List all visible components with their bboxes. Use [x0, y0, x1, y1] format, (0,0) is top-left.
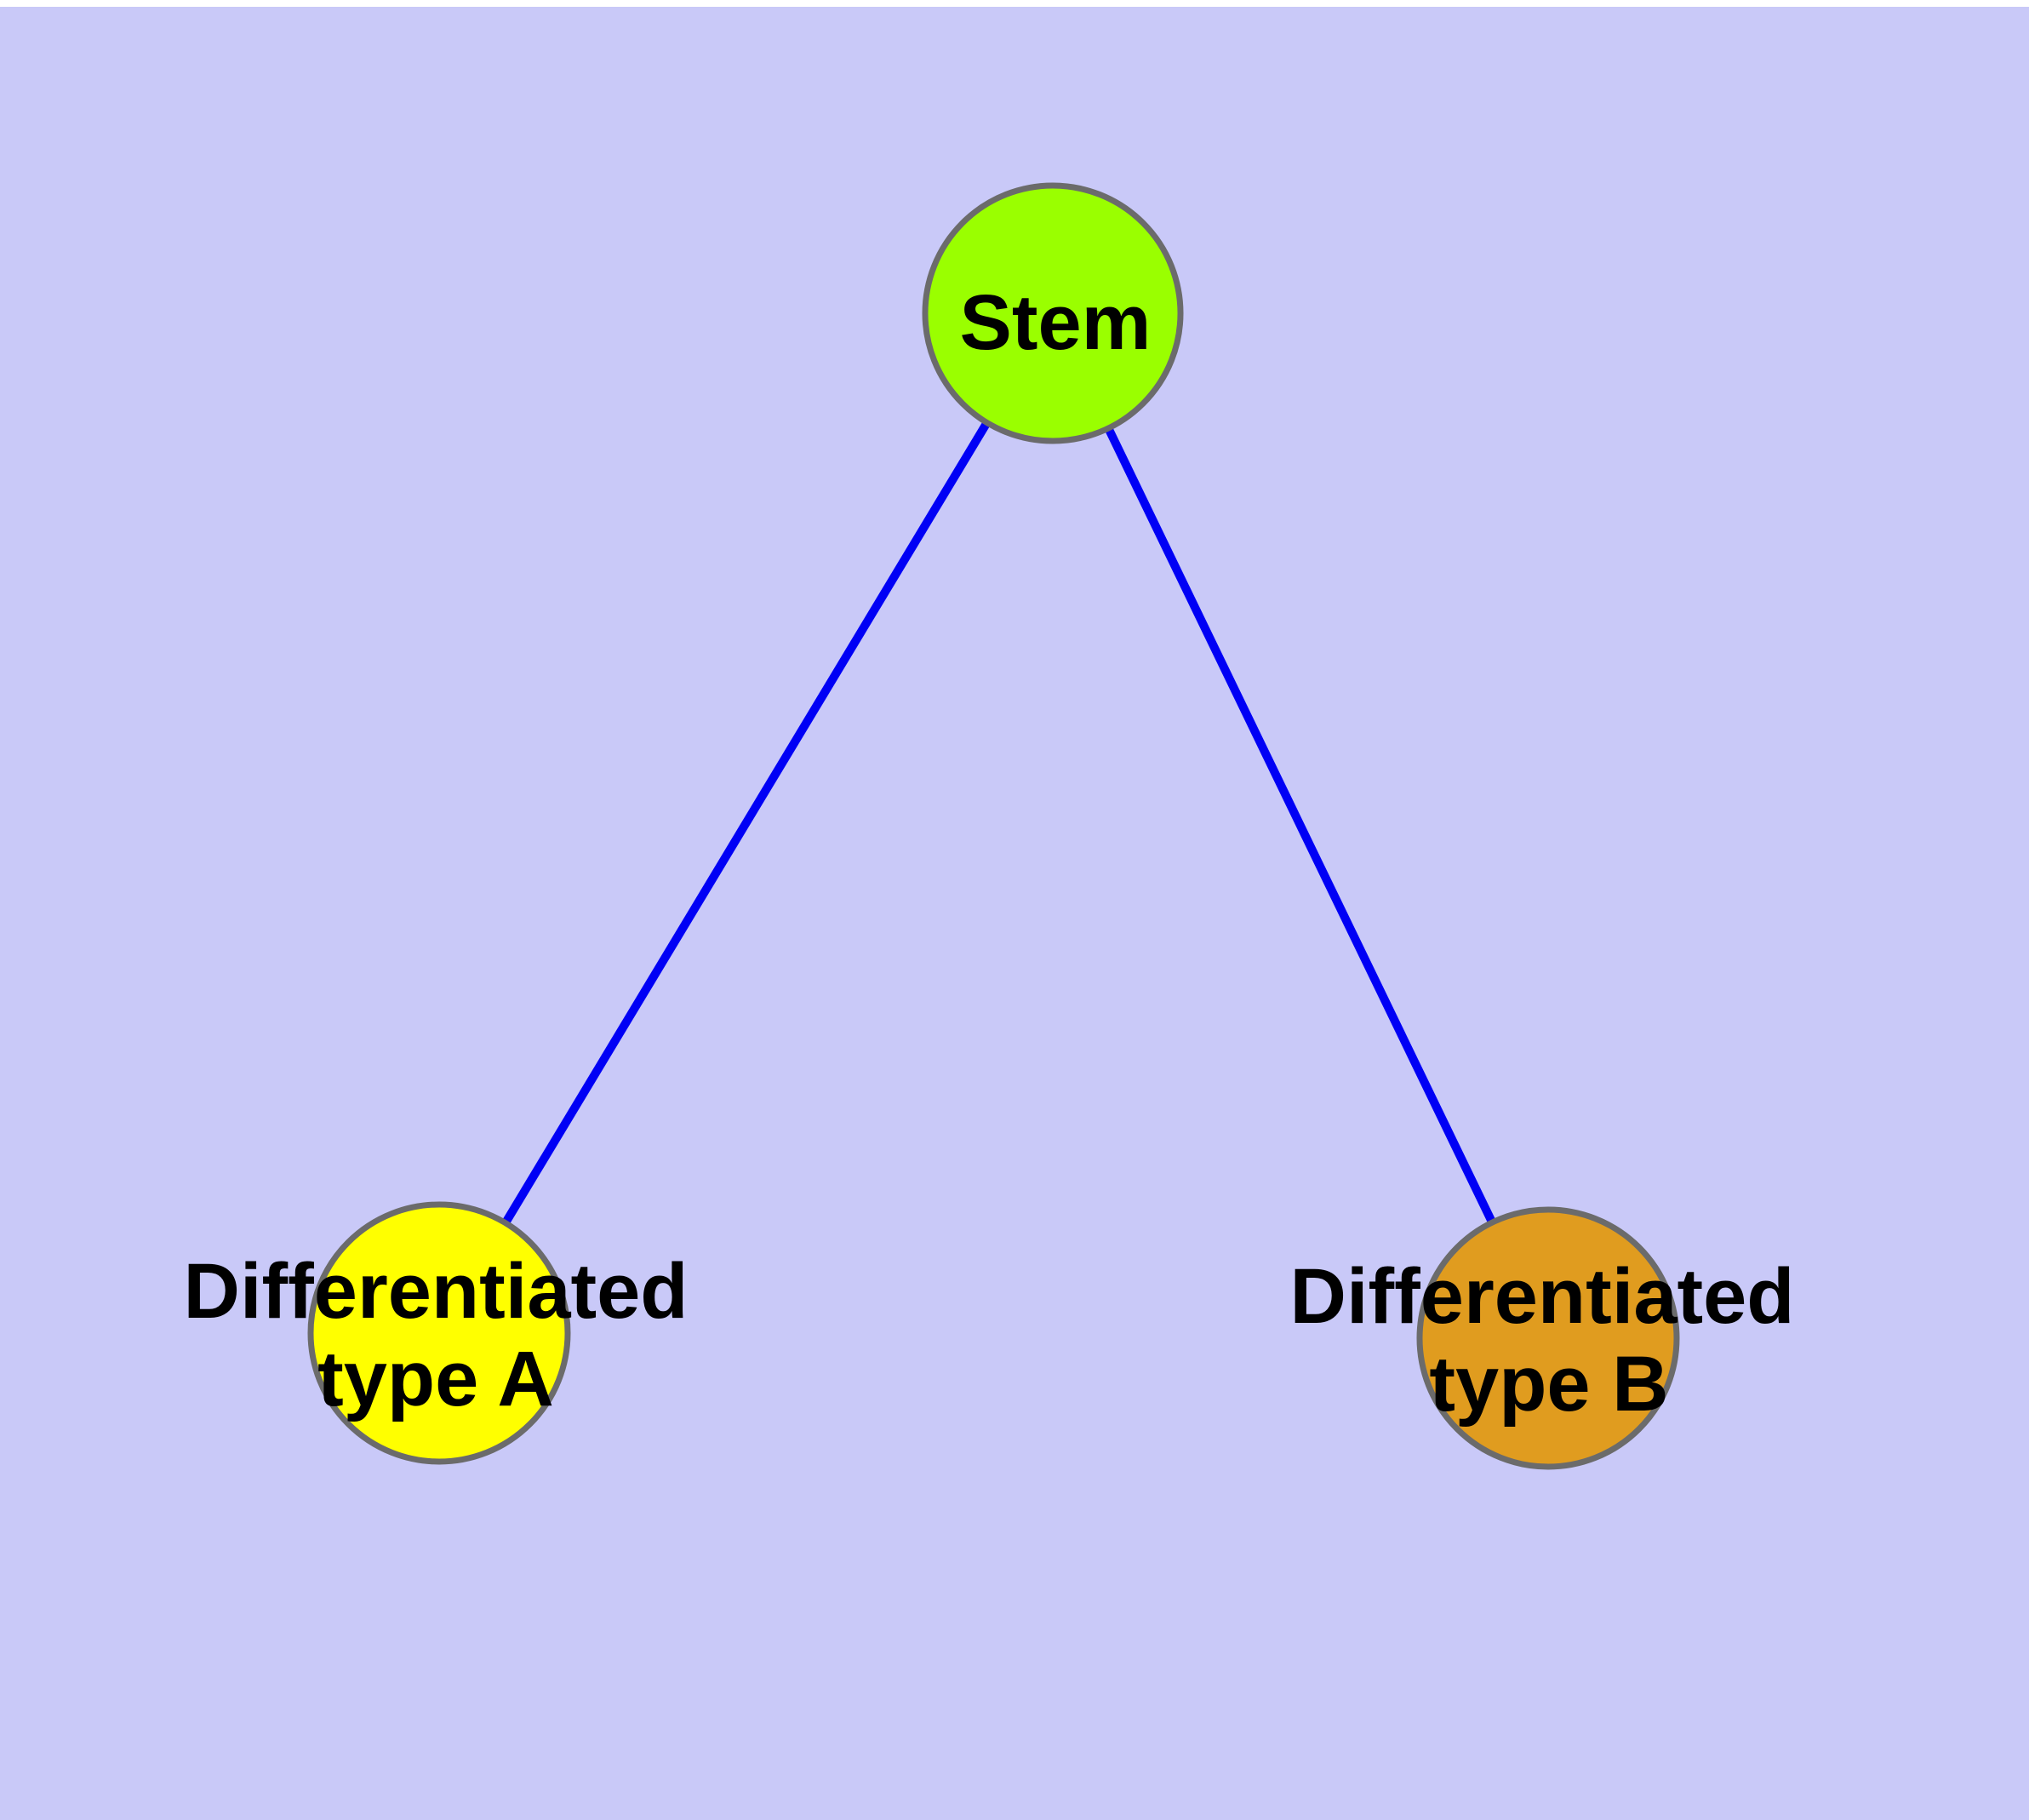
node-type-b-label-line1: Differentiated	[1290, 1253, 1795, 1340]
edge-stem-to-type-a	[435, 311, 1057, 1336]
edge-stem-to-type-b	[1049, 311, 1552, 1341]
node-stem-circle	[922, 182, 1184, 444]
node-stem-label: Stem	[960, 279, 1152, 366]
node-type-b-label-line2: type B	[1429, 1341, 1668, 1428]
node-type-a-circle	[307, 1201, 571, 1465]
node-type-b-circle	[1416, 1206, 1680, 1470]
node-type-a-label-line2: type A	[317, 1336, 554, 1422]
node-type-a-label-line1: Differentiated	[184, 1248, 689, 1335]
